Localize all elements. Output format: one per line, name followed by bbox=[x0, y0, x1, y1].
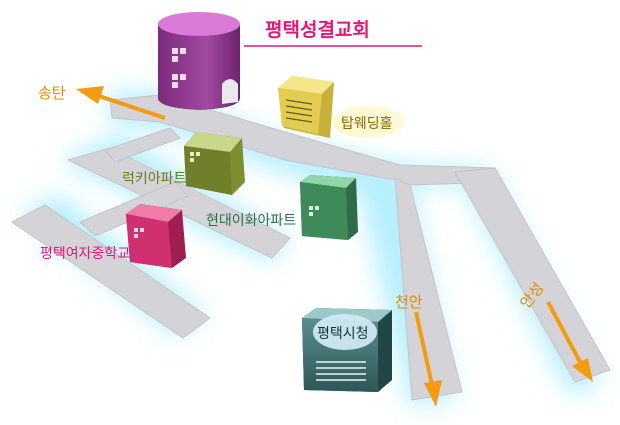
songtan-arrow bbox=[76, 86, 166, 120]
hyundai-apt-label: 현대이화아파트 bbox=[206, 213, 296, 229]
tower-hall-label: 탑웨딩홀 bbox=[341, 116, 393, 132]
cheonan-road bbox=[394, 177, 463, 401]
anseong-arrow bbox=[546, 301, 593, 382]
school-building[interactable] bbox=[126, 204, 186, 268]
songtan-label: 송탄 bbox=[38, 84, 66, 102]
school-label: 평택여자중학교 bbox=[40, 246, 130, 262]
cheonan-arrow bbox=[414, 311, 442, 407]
upper-connector bbox=[104, 127, 181, 163]
lower-road bbox=[11, 204, 211, 339]
church-windows bbox=[172, 48, 186, 88]
lucky-apt-label: 럭키아파트 bbox=[122, 171, 187, 187]
church-title: 평택성결교회 bbox=[265, 19, 370, 41]
lucky-apt-building[interactable] bbox=[184, 132, 245, 195]
anseong-road bbox=[454, 167, 611, 383]
tower-hall-building[interactable] bbox=[278, 76, 404, 138]
hyundai-apt-building[interactable] bbox=[300, 175, 358, 240]
hyundai-windows bbox=[309, 206, 319, 216]
main-road bbox=[109, 94, 501, 186]
school-windows bbox=[134, 228, 144, 238]
city-hall-label: 평택시청 bbox=[317, 326, 369, 342]
church-building[interactable] bbox=[158, 12, 240, 110]
lucky-windows bbox=[190, 152, 200, 162]
city-hall-building[interactable] bbox=[302, 308, 392, 392]
middle-road bbox=[66, 147, 291, 259]
cheonan-label: 천안 bbox=[395, 293, 423, 311]
